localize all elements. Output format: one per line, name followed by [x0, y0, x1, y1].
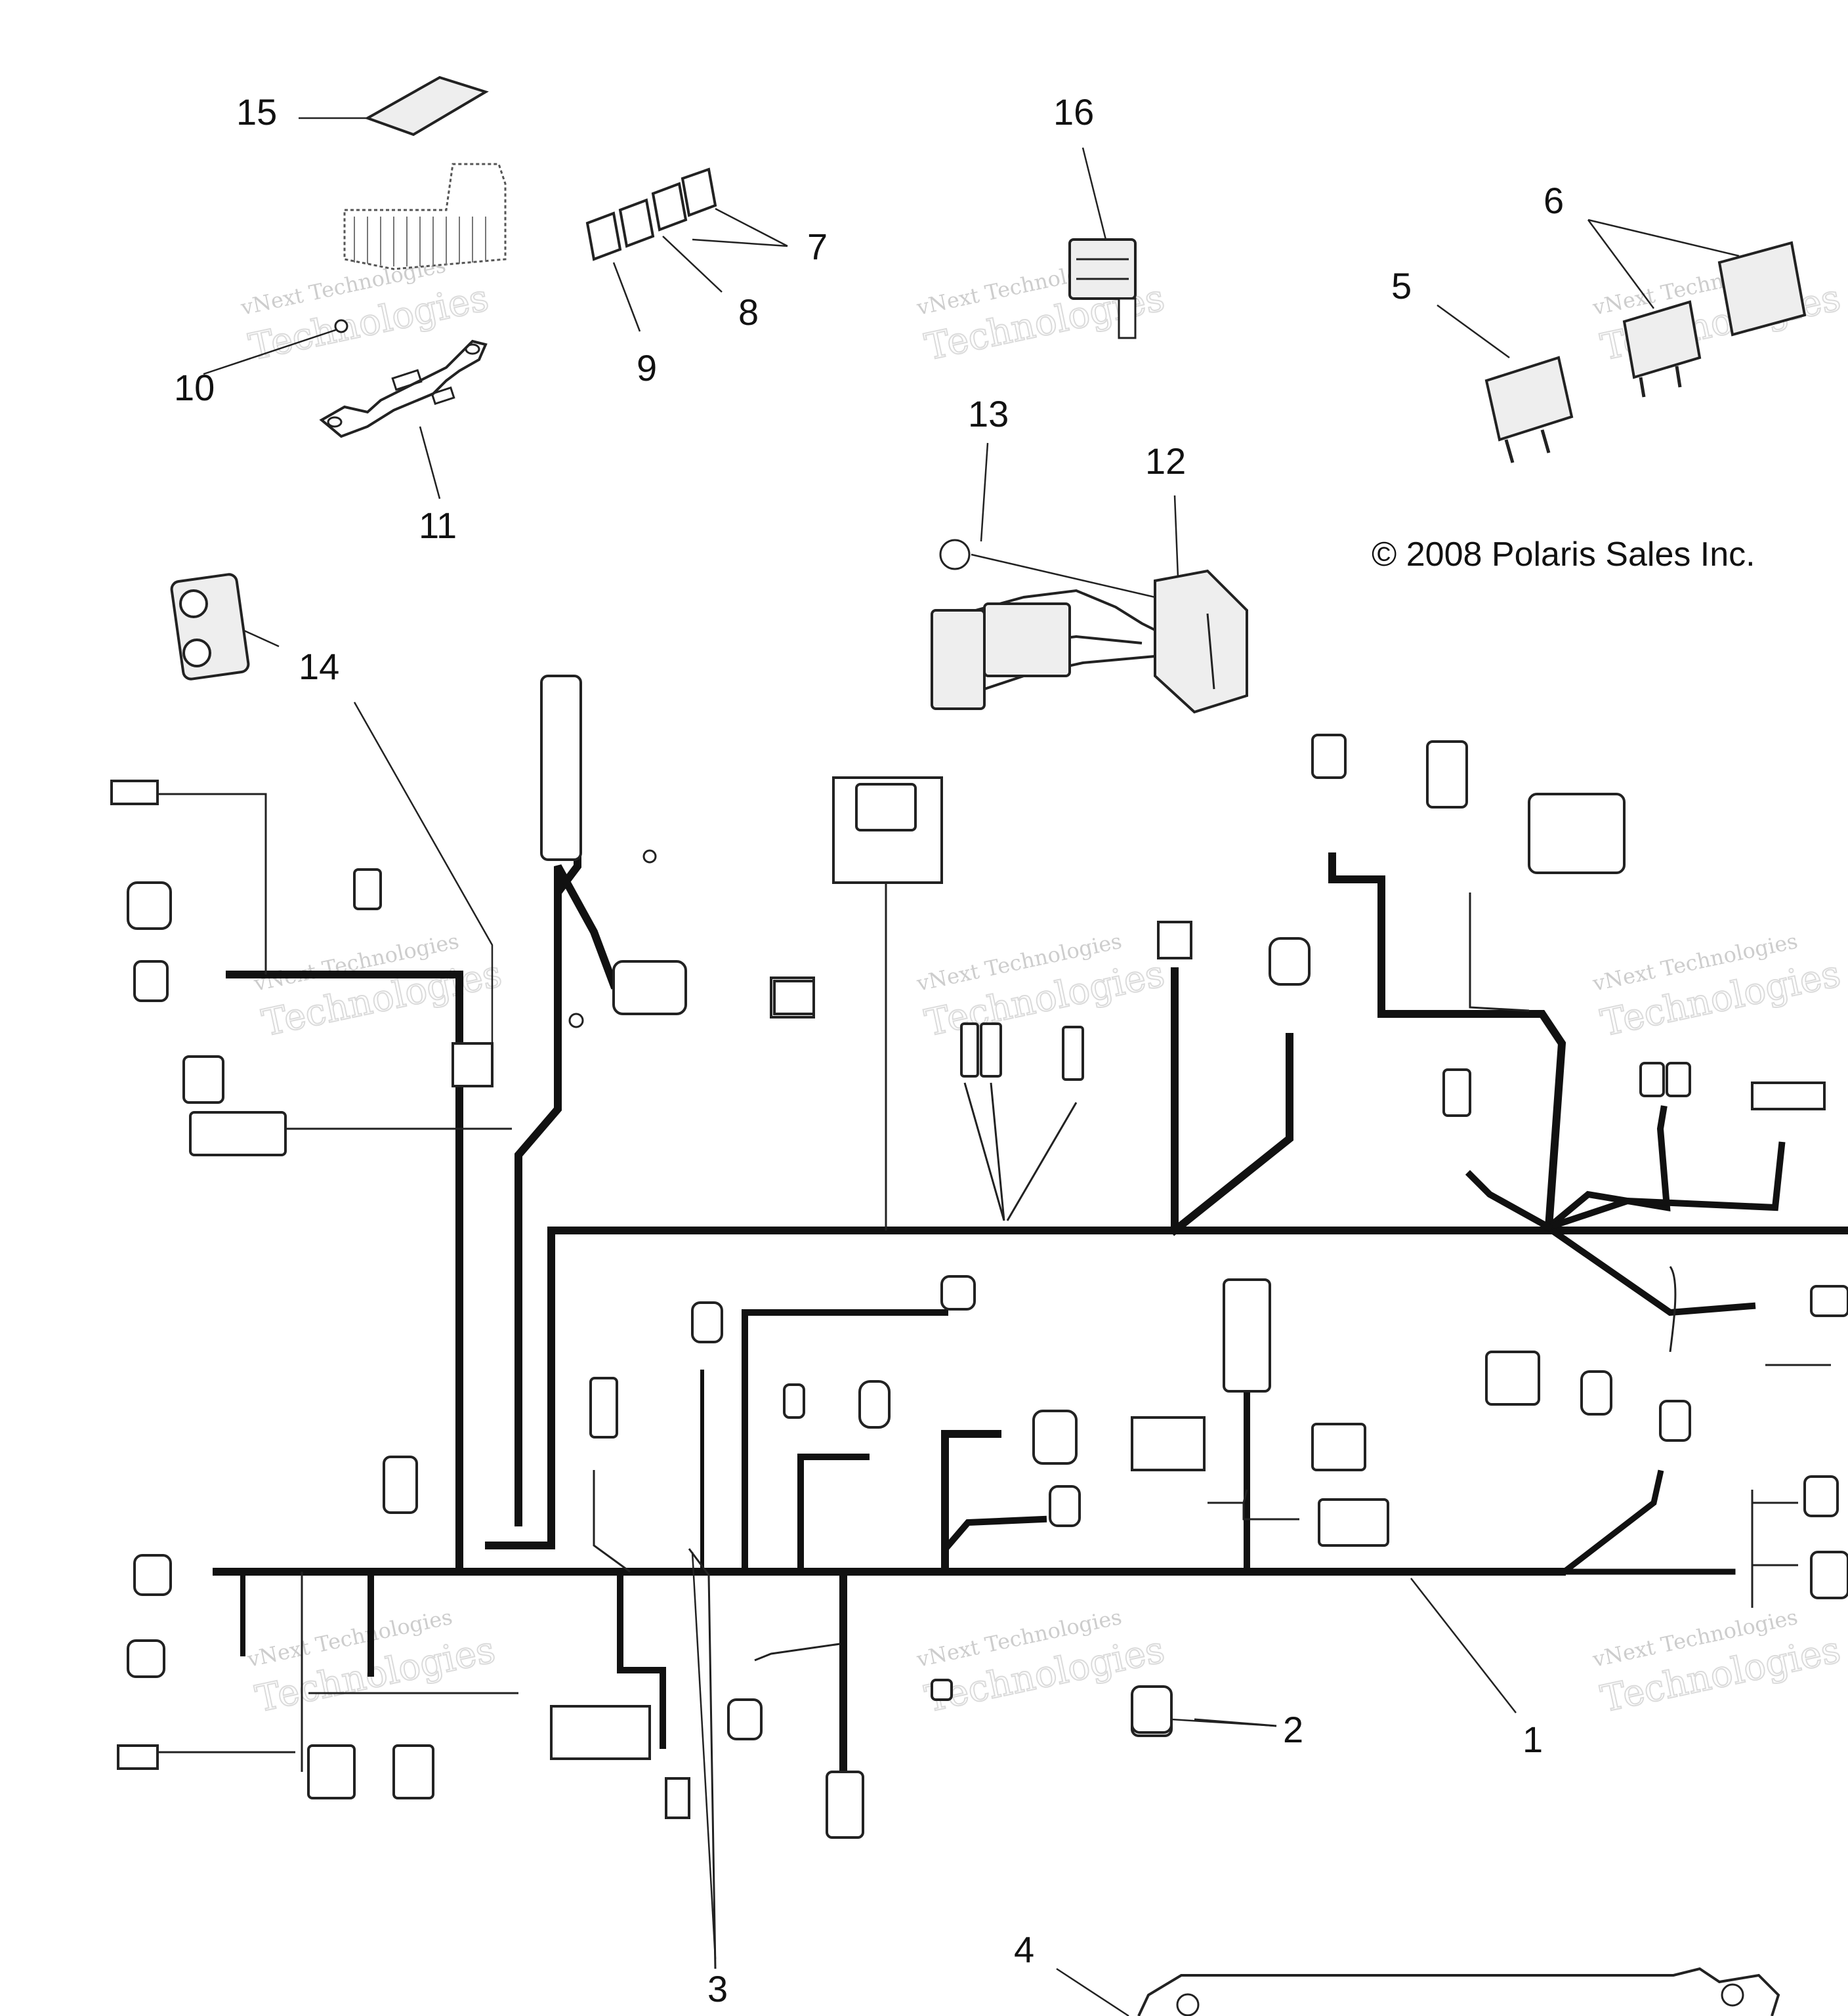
watermark-6: vNext Technologies Technologies: [1590, 929, 1845, 1046]
callout-3: 3: [707, 1968, 728, 2009]
callout-12: 12: [1145, 440, 1186, 482]
main-harness: [213, 675, 1848, 1776]
callout-4: 4: [1014, 1929, 1034, 1970]
part-2-connector: [1131, 1685, 1277, 1734]
copyright-notice: © 2008 Polaris Sales Inc.: [1372, 536, 1755, 574]
watermark-9: vNext Technologies Technologies: [1590, 1605, 1845, 1722]
leader-3: [691, 1551, 717, 1960]
callout-1: 1: [1522, 1719, 1543, 1760]
leader-1: [1410, 1578, 1517, 1713]
part-bracket: [319, 339, 488, 499]
callout-8: 8: [738, 291, 759, 333]
part-switch: [170, 573, 280, 681]
callout-16: 16: [1053, 91, 1094, 133]
callout-13: 13: [968, 393, 1009, 434]
ecu-connector: [540, 675, 582, 861]
watermark-4: vNext Technologies Technologies: [251, 929, 506, 1046]
leader-10: [203, 327, 342, 375]
watermark-group: vNext Technologies Technologies vNext Te…: [238, 253, 1845, 1722]
connectors: [110, 734, 1848, 1839]
callout-2: 2: [1283, 1709, 1303, 1750]
callout-5: 5: [1391, 265, 1412, 306]
part-14-clip: [452, 1042, 494, 1087]
callout-15: 15: [236, 91, 277, 133]
callout-labels: 1 2 3 4 5 6 7 8 9 10 11 12 13 14 15 16: [174, 91, 1564, 2009]
callout-14: 14: [299, 646, 339, 687]
callout-7: 7: [807, 226, 828, 267]
watermark-8: vNext Technologies Technologies: [914, 1605, 1169, 1722]
part-relays: [1437, 219, 1807, 463]
watermark-5: vNext Technologies Technologies: [914, 929, 1169, 1046]
part-fuse-box: [343, 163, 507, 270]
part-16-connector: [1068, 147, 1137, 339]
part-decal: [299, 75, 489, 136]
part-4-cable: [1056, 1967, 1780, 2016]
part-fuses: [585, 167, 788, 332]
leader-14: [353, 702, 494, 1050]
callout-6: 6: [1544, 180, 1564, 221]
callout-9: 9: [637, 347, 657, 388]
callout-10: 10: [174, 367, 215, 408]
part-module: [931, 442, 1248, 714]
callout-11: 11: [419, 505, 457, 546]
part-screw: [334, 319, 348, 333]
